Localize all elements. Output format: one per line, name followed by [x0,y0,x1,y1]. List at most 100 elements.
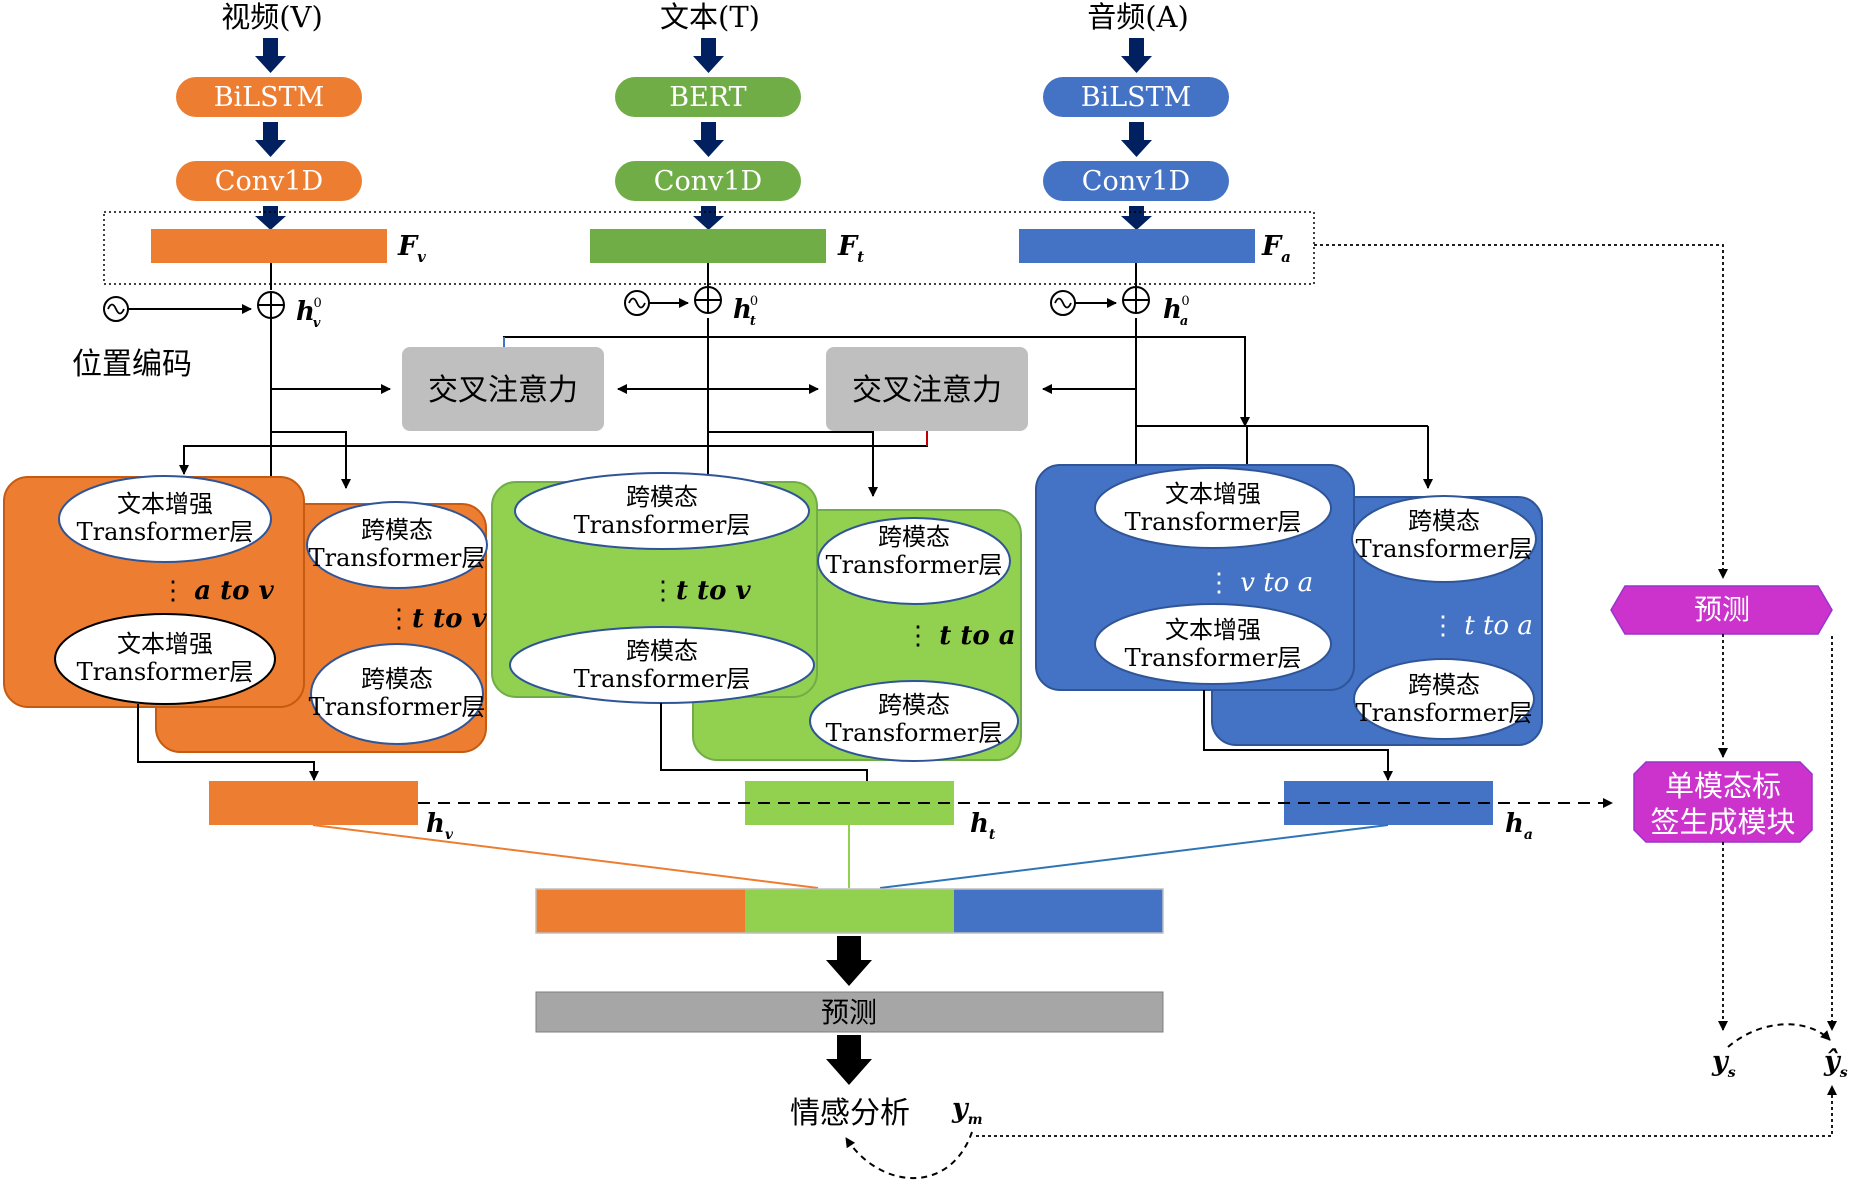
video-bilstm-label: BiLSTM [214,82,325,113]
right-predict-label: 预测 [1694,593,1750,626]
concat-text [745,889,954,933]
layer-label: 跨模态 [1408,507,1480,535]
text-cross-modal-layer-right-top: 跨模态 Transformer层 [817,517,1011,605]
h0-audio: ha0 [1163,294,1190,329]
feature-fa: Fa [1261,231,1291,266]
concat-frame [535,888,1164,934]
add-operators [257,286,1150,319]
layer-label: Transformer层 [1125,508,1302,536]
ys-label: ys [1711,1046,1736,1081]
input-video-label: 视频(V) [221,0,323,34]
layer-label: Transformer层 [77,518,254,546]
layer-label: 文本增强 [1165,480,1261,508]
concat-video [536,889,745,933]
layer-label: 文本增强 [117,490,213,518]
audio-conv1d-block: Conv1D [1043,161,1229,201]
positional-encoding-audio [1050,290,1117,316]
layer-label: 跨模态 [1408,671,1480,699]
cross-attention-left-label: 交叉注意力 [428,373,578,408]
ym-to-yshat-line [976,1085,1837,1137]
positional-encoding-label: 位置编码 [72,347,192,382]
hidden-hv: hv [426,809,454,843]
audio-t-to-a: ⋮ t to a [1430,611,1533,641]
layer-label: 跨模态 [361,665,433,693]
layer-label: 跨模态 [626,483,698,511]
text-t-to-v: ⋮t to v [650,576,751,606]
feature-bar-video [151,229,387,263]
audio-v-to-a: ⋮ v to a [1206,568,1313,598]
feature-bar-audio [1019,229,1255,263]
layer-label: Transformer层 [309,693,486,721]
predict-bar [535,991,1164,1033]
hidden-bar-video [209,781,418,825]
feature-fv: Fv [397,231,426,266]
plus-strokes [258,287,1149,318]
input-text-label: 文本(T) [660,0,760,34]
layer-label: Transformer层 [1125,644,1302,672]
text-cross-modal-layer-bottom: 跨模态 Transformer层 [509,626,815,704]
text-conv1d-label: Conv1D [654,166,762,197]
audio-bilstm-label: BiLSTM [1081,82,1192,113]
text-cross-modal-layer-top: 跨模态 Transformer层 [514,472,810,550]
cross-attention-left: 交叉注意力 [402,347,604,431]
text-bert-block: BERT [615,77,801,117]
layer-label: Transformer层 [1356,535,1533,563]
layer-label: Transformer层 [574,665,751,693]
ys-curve [1727,1023,1831,1048]
audio-cross-modal-layer-top: 跨模态 Transformer层 [1351,495,1537,583]
layer-label: 文本增强 [117,630,213,658]
label-generation-line2: 签生成模块 [1650,805,1795,839]
layer-label: 跨模态 [626,637,698,665]
video-text-enhanced-layer-top: 文本增强 Transformer层 [58,475,272,563]
predict-bar-label: 预测 [821,996,877,1029]
sentiment-analysis-label: 情感分析 [790,1096,910,1131]
h0-video: hv0 [296,296,322,331]
label-generation-line1: 单模态标 [1665,769,1781,803]
right-predict-box: 预测 [1610,585,1833,635]
layer-label: Transformer层 [574,511,751,539]
fusion-line-audio [879,824,1389,889]
big-arrow-down-1 [826,936,872,986]
video-cross-modal-layer-bottom: 跨模态 Transformer层 [309,643,486,745]
fusion-line-video [312,824,819,889]
layer-label: 跨模态 [878,691,950,719]
layer-label: 文本增强 [1165,616,1261,644]
audio-text-enhanced-layer-bottom: 文本增强 Transformer层 [1094,603,1332,685]
big-arrow-down-2 [826,1035,872,1085]
input-audio-label: 音频(A) [1087,0,1189,34]
positional-encoding-text [624,290,689,316]
video-conv1d-block: Conv1D [176,161,362,201]
h0-text: ht0 [733,294,758,329]
ym-label: ym [951,1093,983,1128]
video-conv1d-label: Conv1D [215,166,323,197]
video-bilstm-block: BiLSTM [176,77,362,117]
navy-arrows [255,38,1152,230]
layer-label: 跨模态 [361,516,433,544]
layer-label: Transformer层 [77,658,254,686]
fa-to-predict-line [1314,244,1728,579]
positional-encoding-video [103,296,252,322]
audio-text-enhanced-layer-top: 文本增强 Transformer层 [1094,467,1332,549]
audio-bilstm-block: BiLSTM [1043,77,1229,117]
video-text-enhanced-layer-bottom: 文本增强 Transformer层 [54,613,276,705]
audio-cross-modal-layer-bottom: 跨模态 Transformer层 [1353,658,1535,740]
layer-label: Transformer层 [826,719,1003,747]
ys-hat-label: ŷs [1823,1046,1848,1081]
hidden-ha: ha [1505,809,1533,843]
video-cross-modal-layer-top: 跨模态 Transformer层 [306,501,488,589]
ym-curve [845,1131,973,1179]
text-bert-label: BERT [669,82,746,113]
layer-label: Transformer层 [826,551,1003,579]
cross-attention-right-label: 交叉注意力 [852,373,1002,408]
audio-conv1d-label: Conv1D [1082,166,1190,197]
text-t-to-a: ⋮ t to a [905,621,1016,651]
text-conv1d-block: Conv1D [615,161,801,201]
layer-label: 跨模态 [878,523,950,551]
cross-attention-right: 交叉注意力 [826,347,1028,431]
feature-bar-text [590,229,826,263]
layer-label: Transformer层 [1356,699,1533,727]
video-a-to-v: ⋮ a to v [160,576,275,606]
layer-label: Transformer层 [309,544,486,572]
label-generation-module: 单模态标 签生成模块 [1633,761,1813,843]
